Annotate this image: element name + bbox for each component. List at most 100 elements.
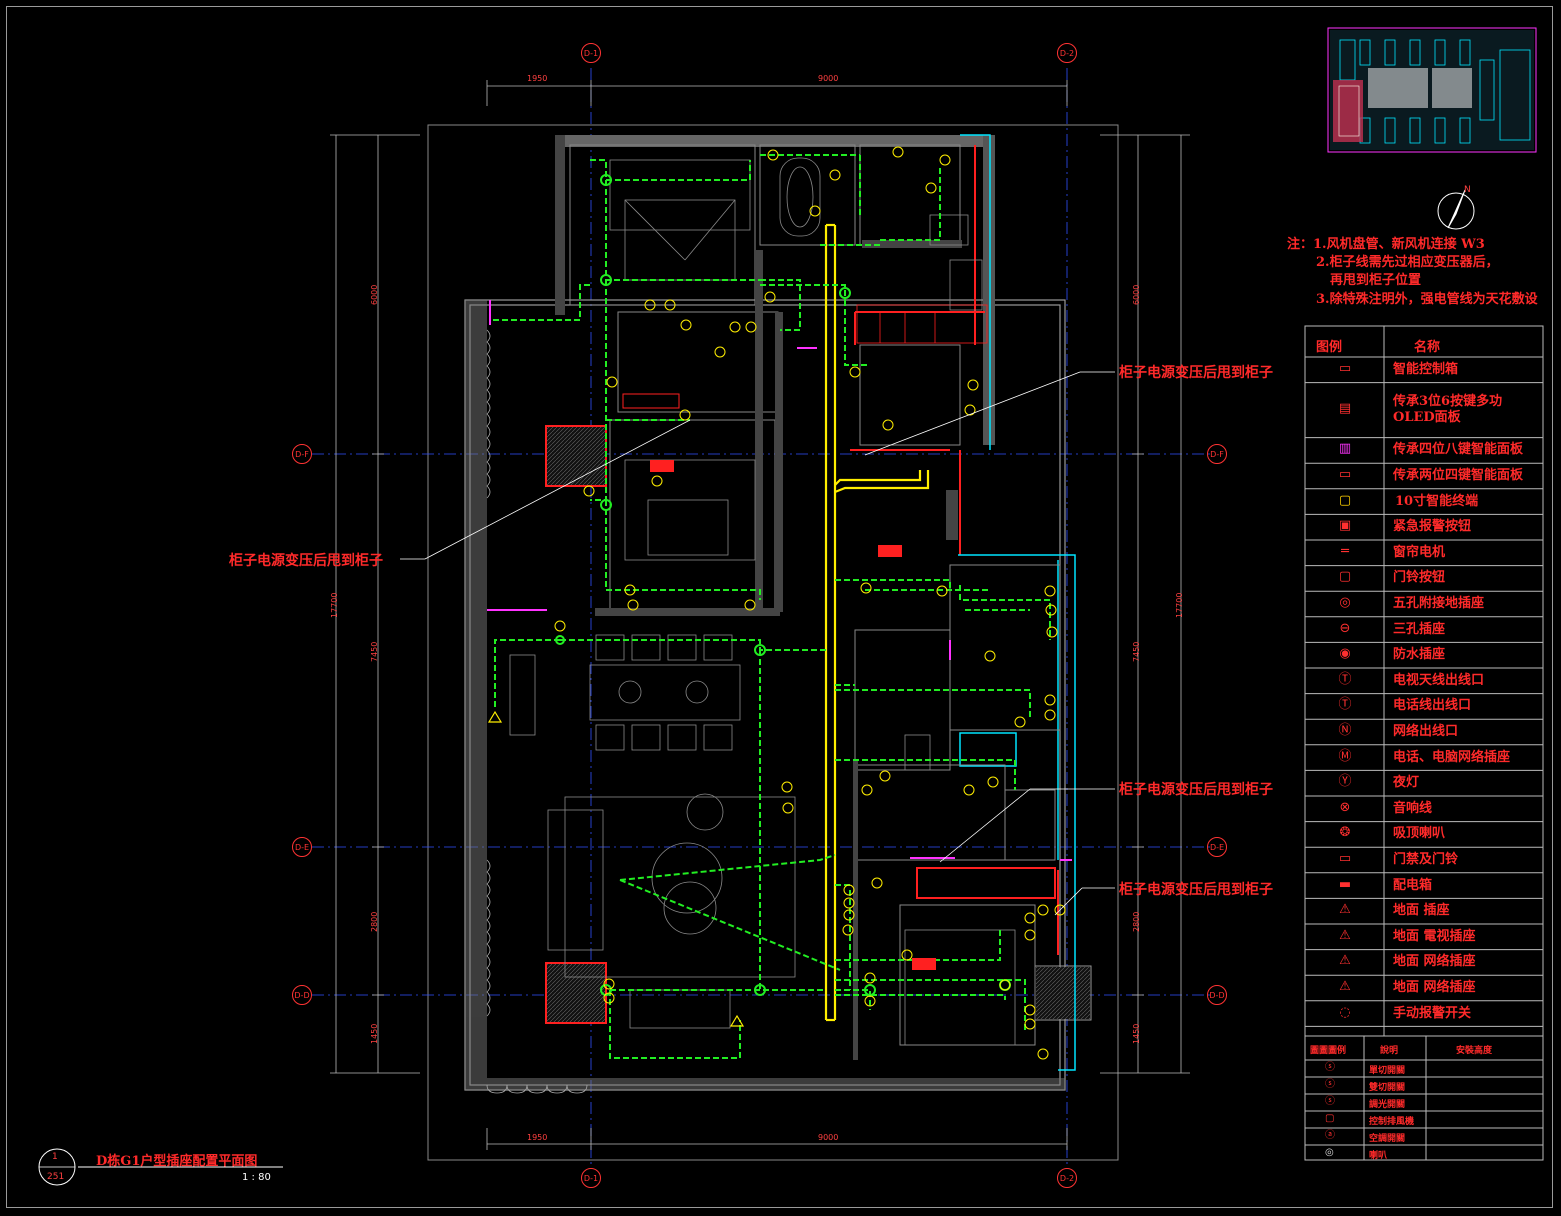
ceiling-speaker-icon: ❂ bbox=[1339, 825, 1351, 841]
audio-line-icon: ⊗ bbox=[1339, 799, 1351, 815]
switch-desc: 單切開關 bbox=[1369, 1066, 1406, 1076]
legend-item-label: 音响线 bbox=[1393, 800, 1433, 816]
dim-right-seg2: 7450 bbox=[1132, 641, 1141, 662]
note-line-1: 注：1.风机盘管、新风机连接 W3 bbox=[1287, 237, 1485, 252]
switch-desc: 空調開關 bbox=[1369, 1134, 1406, 1144]
note-line-4: 3.除特殊注明外，强电管线为天花敷设 bbox=[1316, 292, 1538, 307]
axis-top-right: D-2 bbox=[1057, 43, 1077, 63]
legend-item-label: 电视天线出线口 bbox=[1393, 672, 1485, 688]
alarm-button-icon: ▣ bbox=[1338, 518, 1352, 534]
note-line-3: 再甩到柜子位置 bbox=[1330, 273, 1422, 288]
legend-item-label: 门禁及门铃 bbox=[1393, 852, 1459, 867]
floor-socket-icon: ⚠ bbox=[1339, 902, 1351, 918]
legend-item-label: 地面 网络插座 bbox=[1393, 980, 1476, 995]
legend-item-label: 配电箱 bbox=[1393, 877, 1433, 893]
legend-item-label: 窗帘电机 bbox=[1393, 544, 1446, 560]
legend-item-label: 10寸智能终端 bbox=[1395, 493, 1479, 509]
phone-outlet-icon: Ⓣ bbox=[1338, 697, 1352, 713]
dim-bottom-left: 1950 bbox=[527, 1133, 548, 1142]
five-hole-socket-icon: ◎ bbox=[1339, 595, 1351, 610]
floor-network-socket-icon: ⚠ bbox=[1339, 953, 1351, 969]
legend-item-label: 夜灯 bbox=[1393, 775, 1420, 791]
svg-text:N: N bbox=[1464, 185, 1471, 195]
four-key-panel-icon: ▥ bbox=[1338, 441, 1352, 457]
speaker-icon: ◎ bbox=[1325, 1147, 1334, 1158]
night-light-icon: Ⓨ bbox=[1338, 774, 1352, 790]
three-hole-socket-icon: ⊖ bbox=[1339, 620, 1351, 636]
terminal-icon: ▢ bbox=[1338, 492, 1352, 508]
dim-left-seg1: 6000 bbox=[370, 284, 379, 305]
drawing-title: D栋G1户型插座配置平面图 bbox=[96, 1154, 258, 1169]
floor-network-socket-2-icon: ⚠ bbox=[1339, 979, 1351, 994]
access-doorbell-icon: ▭ bbox=[1338, 851, 1352, 866]
legend-item-label: 传承四位八键智能面板 bbox=[1393, 442, 1524, 458]
legend-item-label: 五孔附接地插座 bbox=[1393, 596, 1485, 611]
floor-tv-socket-icon: ⚠ bbox=[1339, 927, 1351, 943]
legend-header-name: 名称 bbox=[1414, 340, 1441, 355]
legend-item-label: 电话线出线口 bbox=[1393, 698, 1472, 714]
curtain-motor-icon: ═ bbox=[1341, 543, 1349, 559]
dim-left-total: 17700 bbox=[330, 592, 339, 618]
network-outlet-icon: Ⓝ bbox=[1338, 723, 1352, 738]
dimmer-switch-icon: ⓢ bbox=[1325, 1096, 1335, 1107]
dim-left-seg3: 2800 bbox=[370, 911, 379, 932]
switch-table-header-height: 安裝高度 bbox=[1456, 1046, 1493, 1056]
ac-switch-icon: ⓐ bbox=[1325, 1130, 1335, 1141]
phone-network-socket-icon: Ⓜ bbox=[1338, 748, 1352, 764]
switch-table-header-icon: 圖圖圖例 bbox=[1310, 1046, 1347, 1056]
legend-item-label: 智能控制箱 bbox=[1393, 361, 1459, 377]
legend-item-label: 电话、电脑网络插座 bbox=[1393, 749, 1511, 765]
dim-bottom-main: 9000 bbox=[818, 1133, 839, 1142]
axis-left-f: D-F bbox=[292, 444, 312, 464]
waterproof-socket-icon: ◉ bbox=[1339, 646, 1351, 662]
legend-item-label: 吸顶喇叭 bbox=[1393, 826, 1446, 842]
callout-cabinet-power-1: 柜子电源变压后甩到柜子 bbox=[1119, 365, 1273, 381]
axis-right-e: D-E bbox=[1207, 837, 1227, 857]
axis-right-f: D-F bbox=[1207, 444, 1227, 464]
note-line-2: 2.柜子线需先过相应变压器后， bbox=[1316, 255, 1499, 270]
legend-item-label: 防水插座 bbox=[1393, 647, 1446, 663]
doorbell-button-icon: ▢ bbox=[1338, 569, 1352, 585]
exhaust-switch-icon: ▢ bbox=[1325, 1113, 1335, 1124]
dim-top-main: 9000 bbox=[818, 74, 839, 83]
switch-table-header-desc: 說明 bbox=[1380, 1046, 1399, 1056]
single-switch-icon: ⓢ bbox=[1325, 1062, 1335, 1073]
axis-bottom-left: D-1 bbox=[581, 1168, 601, 1188]
switch-desc: 調光開關 bbox=[1369, 1100, 1406, 1110]
axis-top-left: D-1 bbox=[581, 43, 601, 63]
callout-cabinet-power-3: 柜子电源变压后甩到柜子 bbox=[1119, 782, 1273, 798]
smart-control-box-icon: ▭ bbox=[1338, 360, 1352, 376]
oled-panel-icon: ▤ bbox=[1338, 401, 1352, 417]
legend-item-label: 三孔插座 bbox=[1393, 621, 1446, 637]
manual-alarm-switch-icon: ◌ bbox=[1339, 1004, 1351, 1020]
dim-right-total: 17700 bbox=[1175, 592, 1184, 618]
dim-left-seg4: 1450 bbox=[370, 1023, 379, 1044]
axis-left-e: D-E bbox=[292, 837, 312, 857]
legend-item-label: 门铃按钮 bbox=[1393, 570, 1446, 586]
drawing-frame bbox=[6, 6, 1553, 1208]
legend-item-label: 传承两位四键智能面板 bbox=[1393, 468, 1524, 483]
dim-left-seg2: 7450 bbox=[370, 641, 379, 662]
sheet-number-top: 1 bbox=[52, 1152, 58, 1162]
axis-right-d: D-D bbox=[1207, 985, 1227, 1005]
legend-item-label: 地面 電视插座 bbox=[1393, 928, 1476, 944]
tv-outlet-icon: Ⓣ bbox=[1338, 671, 1352, 687]
legend-item-label: 传承3位6按键多功 OLED面板 bbox=[1393, 394, 1503, 426]
dim-right-seg4: 1450 bbox=[1132, 1023, 1141, 1044]
legend-item-label: 地面 插座 bbox=[1393, 903, 1450, 919]
switch-desc: 控制排風機 bbox=[1369, 1117, 1415, 1127]
callout-cabinet-power-2: 柜子电源变压后甩到柜子 bbox=[229, 553, 383, 569]
double-switch-icon: ⓢ bbox=[1325, 1079, 1335, 1090]
switch-desc: 喇叭 bbox=[1369, 1151, 1388, 1161]
switch-desc: 雙切開關 bbox=[1369, 1083, 1406, 1093]
sheet-number-bottom: 251 bbox=[47, 1172, 65, 1182]
legend-item-label: 地面 网络插座 bbox=[1393, 954, 1476, 970]
drawing-scale: 1 : 80 bbox=[242, 1172, 271, 1183]
legend-item-label: 紧急报警按钮 bbox=[1393, 519, 1472, 535]
dim-right-seg1: 6000 bbox=[1132, 284, 1141, 305]
callout-cabinet-power-4: 柜子电源变压后甩到柜子 bbox=[1119, 882, 1273, 898]
distribution-box-icon: ▬ bbox=[1338, 876, 1352, 892]
two-key-panel-icon: ▭ bbox=[1338, 467, 1352, 482]
axis-left-d: D-D bbox=[292, 985, 312, 1005]
